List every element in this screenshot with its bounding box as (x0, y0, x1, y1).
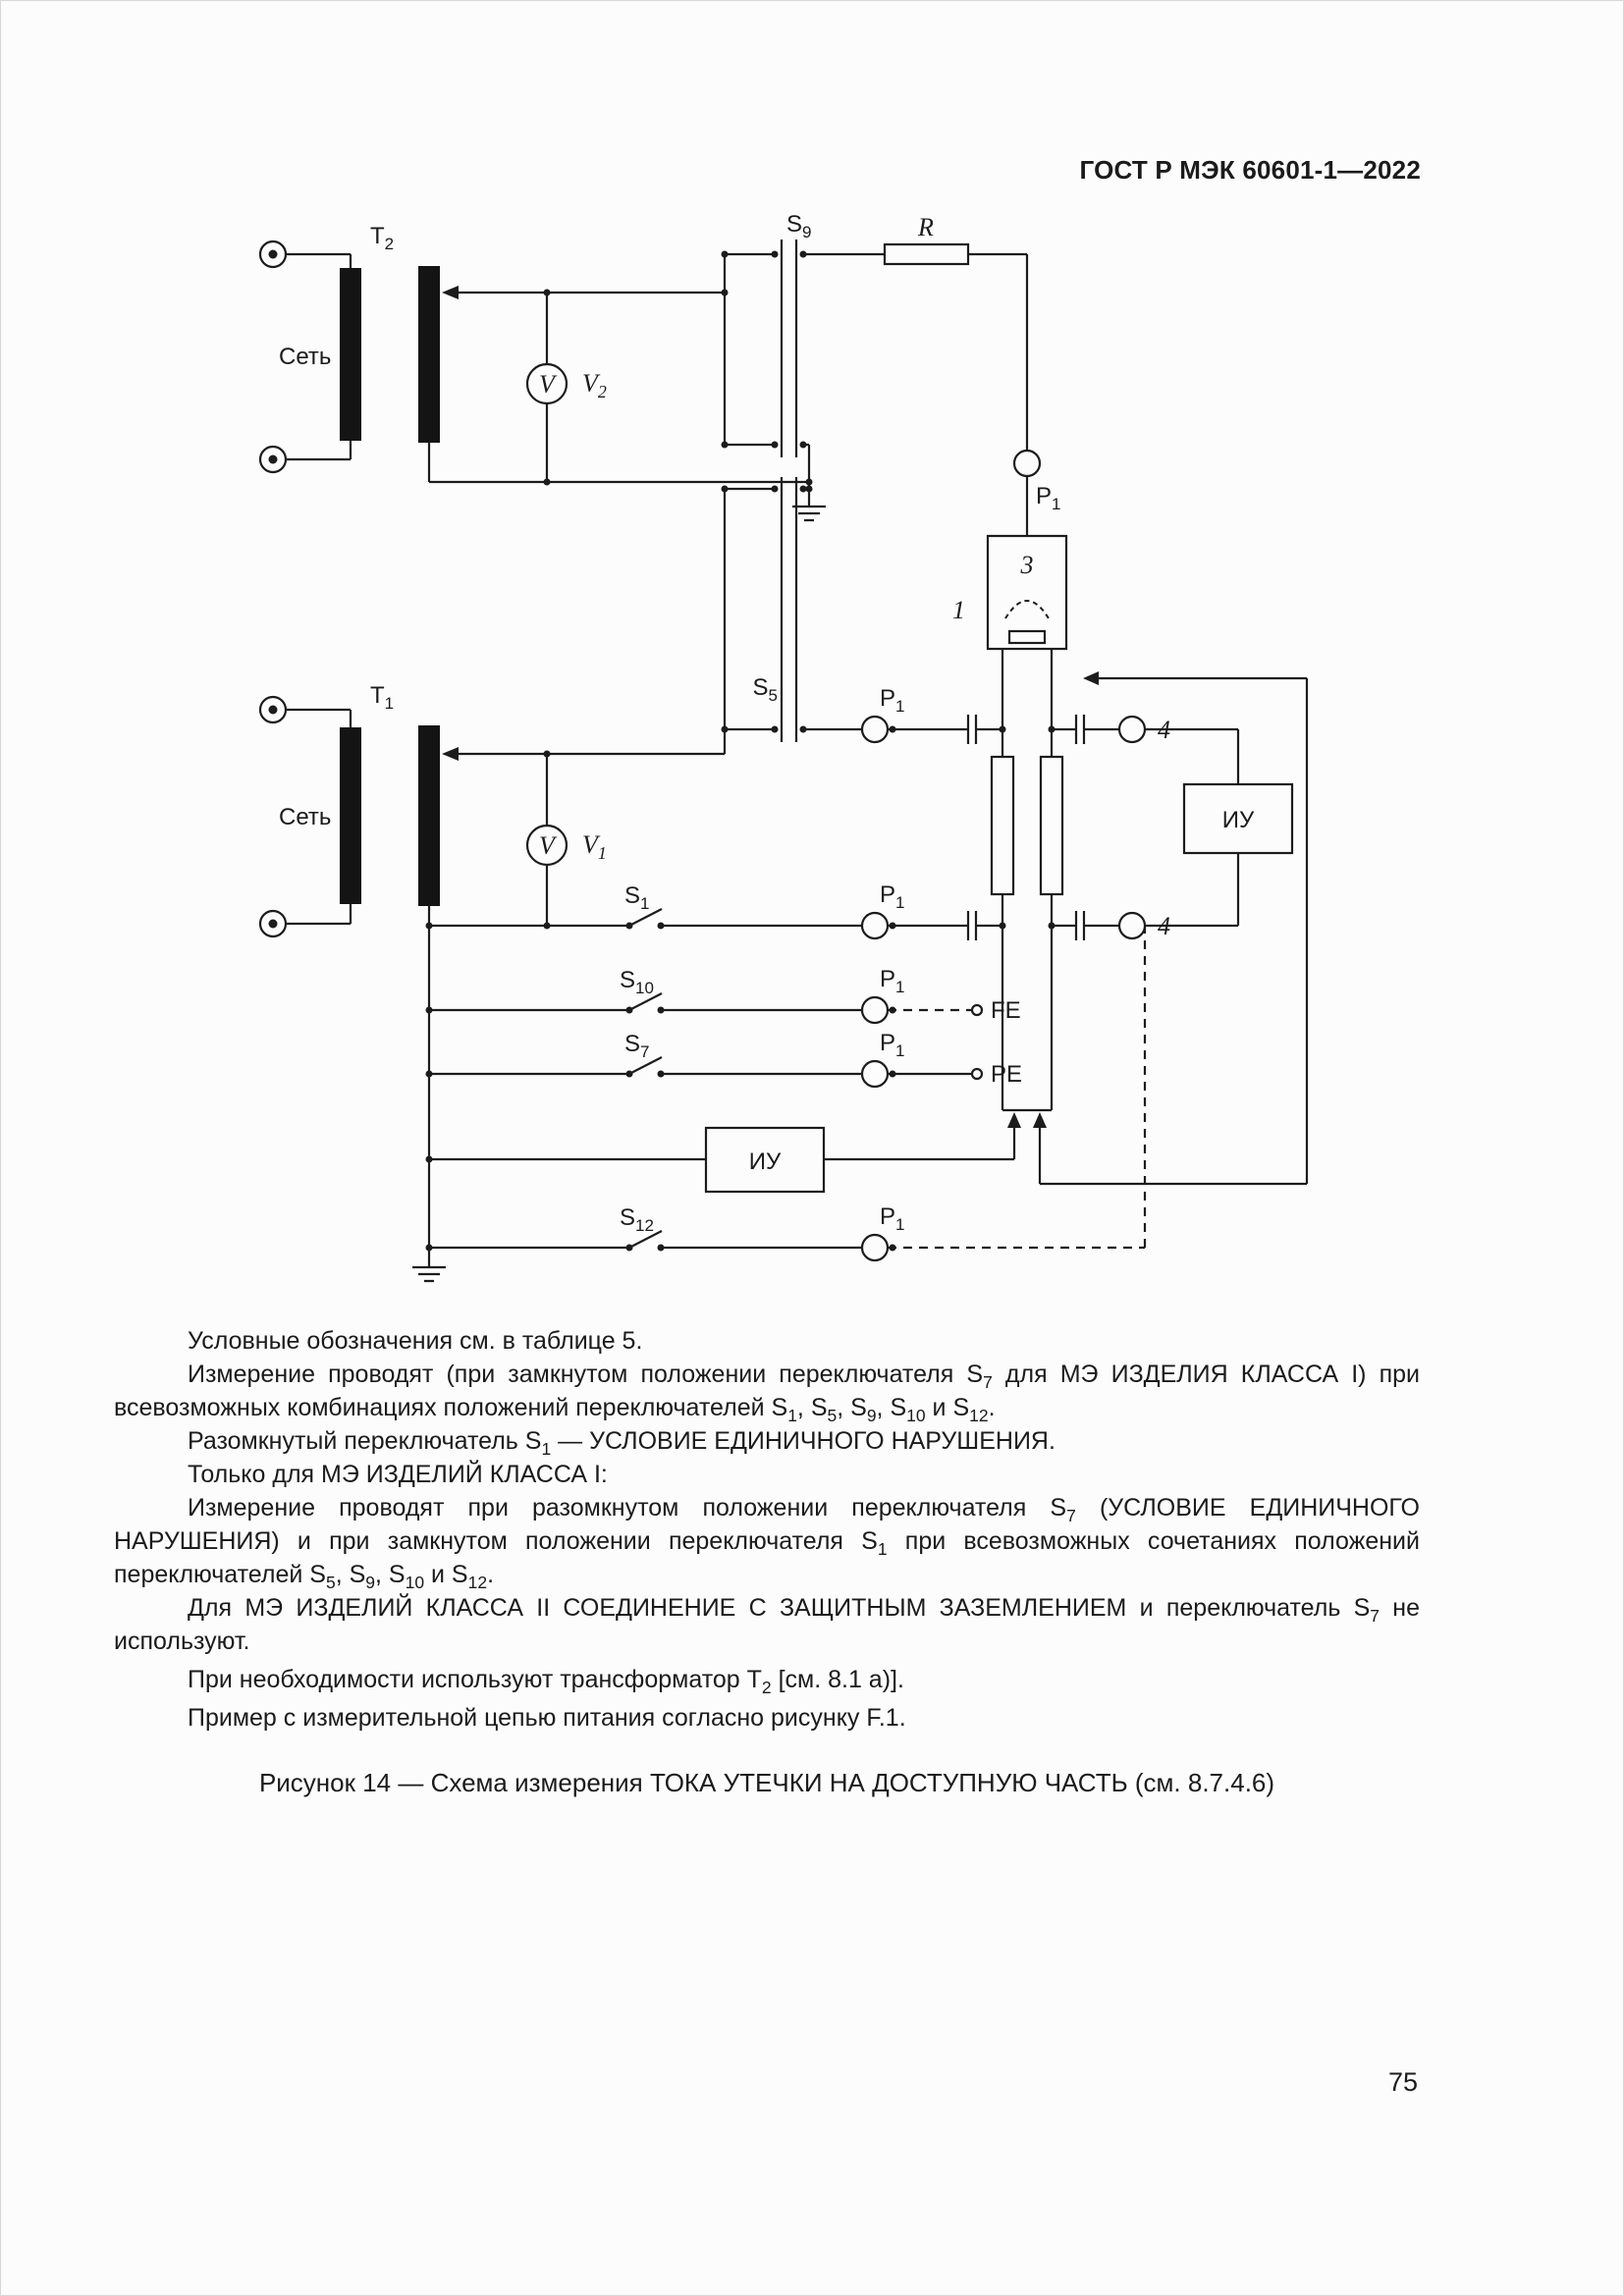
measuring-network (990, 755, 1064, 896)
lamp-arc (1004, 600, 1050, 619)
ground-symbol-top (792, 482, 826, 522)
label-iu-bottom: ИУ (749, 1148, 782, 1175)
accessible-part-circles (1117, 715, 1147, 940)
note-paragraph: Условные обозначения см. в таблице 5. (188, 1327, 643, 1355)
label-s9: S9 (786, 212, 811, 241)
note-paragraph: При необходимости используют трансформат… (188, 1666, 904, 1697)
label-num4-bottom: 4 (1158, 912, 1170, 940)
variac-arrow-t2 (442, 286, 459, 299)
note-paragraph: Разомкнутый переключатель S1 — УСЛОВИЕ Е… (188, 1427, 1056, 1459)
mains-terminals (258, 240, 288, 938)
label-v2: V2 (582, 369, 607, 401)
label-s12: S12 (620, 1204, 654, 1235)
label-p1-row3: P1 (880, 966, 904, 996)
label-p1-top: P1 (1036, 483, 1060, 513)
note-paragraph: Измерение проводят при разомкнутом полож… (114, 1494, 1420, 1592)
label-s5: S5 (753, 674, 778, 705)
ground-symbol-bottom (412, 1265, 446, 1283)
return-arrow-left (1083, 671, 1099, 685)
label-p1-row4: P1 (880, 1030, 904, 1060)
circuit-diagram: Сеть Сеть T2 T1 V V V2 V1 S9 R P1 3 1 S5… (258, 212, 1309, 1283)
figure-notes: Условные обозначения см. в таблице 5. Из… (114, 1324, 1420, 1735)
label-s10: S10 (620, 967, 654, 997)
note-paragraph: Для МЭ ИЗДЕЛИЙ КЛАССА II СОЕДИНЕНИЕ С ЗА… (114, 1594, 1421, 1655)
note-paragraph: Измерение проводят (при замкнутом положе… (114, 1361, 1421, 1425)
label-net-bottom: Сеть (279, 804, 331, 830)
figure-caption: Рисунок 14 — Схема измерения ТОКА УТЕЧКИ… (258, 1768, 1275, 1797)
label-num4-top: 4 (1158, 716, 1170, 744)
return-arrow-up-1 (1033, 1112, 1047, 1128)
label-r: R (917, 213, 934, 241)
arrowheads (442, 286, 1099, 1128)
label-t1: T1 (370, 682, 394, 713)
label-voltmeter-v-top: V (539, 370, 558, 399)
label-net-top: Сеть (279, 344, 331, 370)
pe-terminal (970, 1067, 984, 1081)
dashed-wires (888, 926, 1147, 1250)
diagram-labels: Сеть Сеть T2 T1 V V V2 V1 S9 R P1 3 1 S5… (279, 212, 1255, 1235)
probe-p1-circles (860, 449, 1042, 1262)
note-paragraph: Только для МЭ ИЗДЕЛИЙ КЛАССА I: (188, 1461, 608, 1488)
label-num1: 1 (952, 596, 965, 624)
label-p1-row5: P1 (880, 1203, 904, 1234)
voltmeter-v1 (525, 824, 568, 867)
label-p1-row1: P1 (880, 685, 904, 716)
resistor-r (883, 242, 970, 266)
junction-dots (425, 250, 1056, 1252)
transformer-t1 (340, 725, 440, 906)
note-paragraph: Пример с измерительной цепью питания сог… (188, 1704, 906, 1732)
iu-box-bottom (704, 1126, 826, 1194)
variac-arrow-t1 (442, 747, 459, 761)
label-v1: V1 (582, 830, 607, 863)
label-t2: T2 (370, 223, 394, 253)
lamp-element (1007, 629, 1047, 645)
page-header: ГОСТ Р МЭК 60601-1—2022 (1079, 155, 1421, 185)
page-number: 75 (1387, 2067, 1418, 2097)
label-s7: S7 (624, 1031, 649, 1061)
label-iu-right: ИУ (1222, 807, 1255, 833)
return-arrow-up-2 (1007, 1112, 1021, 1128)
transformer-t2 (340, 266, 440, 443)
iu-box-right (1182, 782, 1294, 855)
fe-terminal (970, 1003, 984, 1017)
eut-box (986, 534, 1068, 651)
label-p1-row2: P1 (880, 881, 904, 912)
label-pe: PE (991, 1061, 1022, 1088)
label-fe: FE (991, 997, 1021, 1024)
label-num3: 3 (1020, 551, 1034, 579)
label-s1: S1 (624, 882, 649, 913)
wires (286, 240, 1309, 1267)
label-voltmeter-v-bottom: V (539, 831, 558, 860)
voltmeter-v2 (525, 362, 568, 405)
